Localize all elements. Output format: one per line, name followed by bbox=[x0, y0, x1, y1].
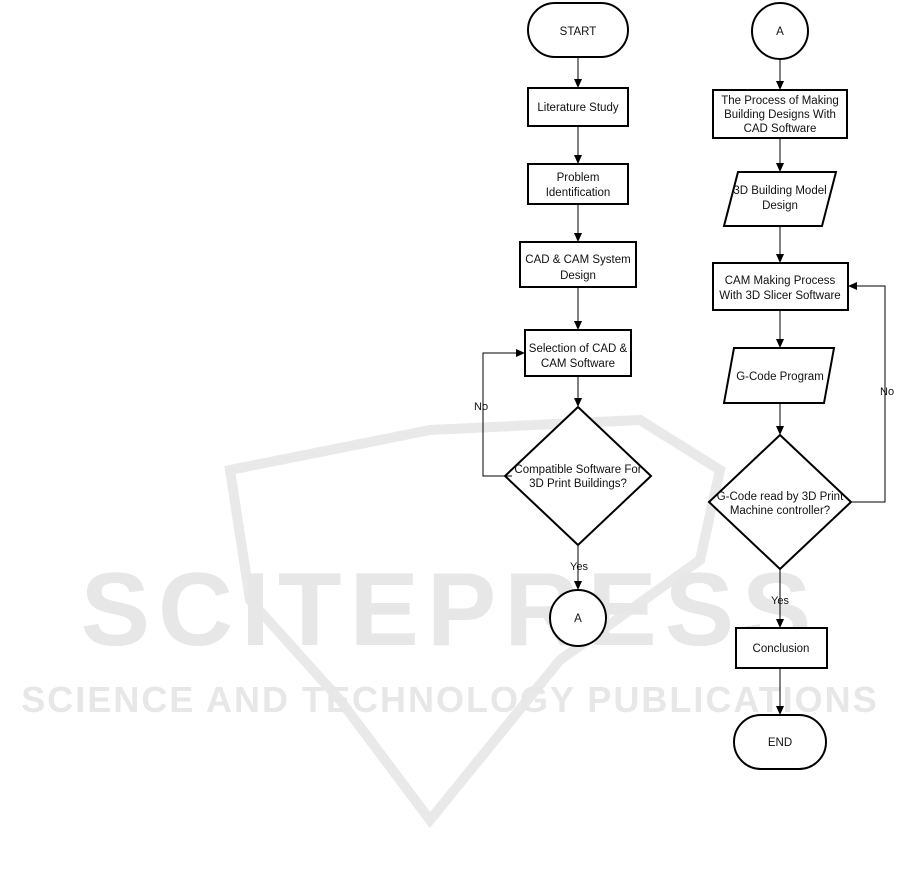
selection-line1: Selection of CAD & bbox=[529, 343, 628, 355]
watermark: SCITEPRESS SCIENCE AND TECHNOLOGY PUBLIC… bbox=[21, 414, 878, 829]
model-design-line2: Design bbox=[762, 200, 798, 212]
cad-process-line1: The Process of Making bbox=[721, 95, 839, 107]
decision-right-line2: Machine controller? bbox=[730, 505, 830, 517]
model-design-line1: 3D Building Model bbox=[733, 185, 826, 197]
right-yes-label: Yes bbox=[771, 595, 789, 607]
literature-study-label: Literature Study bbox=[537, 102, 618, 114]
system-design-line1: CAD & CAM System bbox=[525, 254, 630, 266]
connector-a-right-label: A bbox=[776, 26, 784, 38]
end-label: END bbox=[768, 737, 792, 749]
gcode-program-label: G-Code Program bbox=[736, 371, 824, 383]
left-flow: START Literature Study Problem Identific… bbox=[474, 2, 653, 647]
cad-process-line3: CAD Software bbox=[744, 123, 817, 135]
problem-identification-box bbox=[527, 163, 629, 205]
cad-process-line2: Building Designs With bbox=[724, 109, 836, 121]
decision-left-line1: Compatible Software For bbox=[514, 464, 641, 476]
left-yes-label: Yes bbox=[570, 561, 588, 573]
cam-process-line1: CAM Making Process bbox=[725, 275, 836, 287]
conclusion-label: Conclusion bbox=[753, 643, 810, 655]
gcode-program-io bbox=[722, 347, 836, 404]
problem-label-line1: Problem bbox=[557, 172, 600, 184]
right-no-label: No bbox=[880, 386, 894, 398]
edge-decision-right-no bbox=[848, 282, 886, 503]
watermark-shape bbox=[224, 414, 726, 829]
cam-process-line2: With 3D Slicer Software bbox=[719, 290, 840, 302]
end-terminal bbox=[733, 714, 827, 770]
right-flow: A The Process of Making Building Designs… bbox=[707, 2, 894, 770]
cad-process-box bbox=[712, 89, 848, 139]
connector-a-left-label: A bbox=[574, 613, 582, 625]
system-design-box bbox=[519, 241, 637, 288]
left-no-label: No bbox=[474, 401, 488, 413]
problem-label-line2: Identification bbox=[546, 187, 611, 199]
selection-line2: CAM Software bbox=[541, 358, 615, 370]
watermark-subtitle: SCIENCE AND TECHNOLOGY PUBLICATIONS bbox=[21, 679, 878, 720]
start-label: START bbox=[560, 26, 597, 38]
decision-right-line1: G-Code read by 3D Print bbox=[717, 491, 844, 503]
watermark-title: SCITEPRESS bbox=[81, 552, 820, 668]
connector-a-left bbox=[549, 589, 607, 647]
model-design-io bbox=[722, 171, 838, 227]
conclusion-box bbox=[735, 627, 828, 669]
literature-study-box bbox=[527, 87, 629, 127]
edge-decision-no-loop bbox=[482, 349, 525, 477]
decision-left-line2: 3D Print Buildings? bbox=[529, 478, 627, 490]
system-design-line2: Design bbox=[560, 270, 596, 282]
